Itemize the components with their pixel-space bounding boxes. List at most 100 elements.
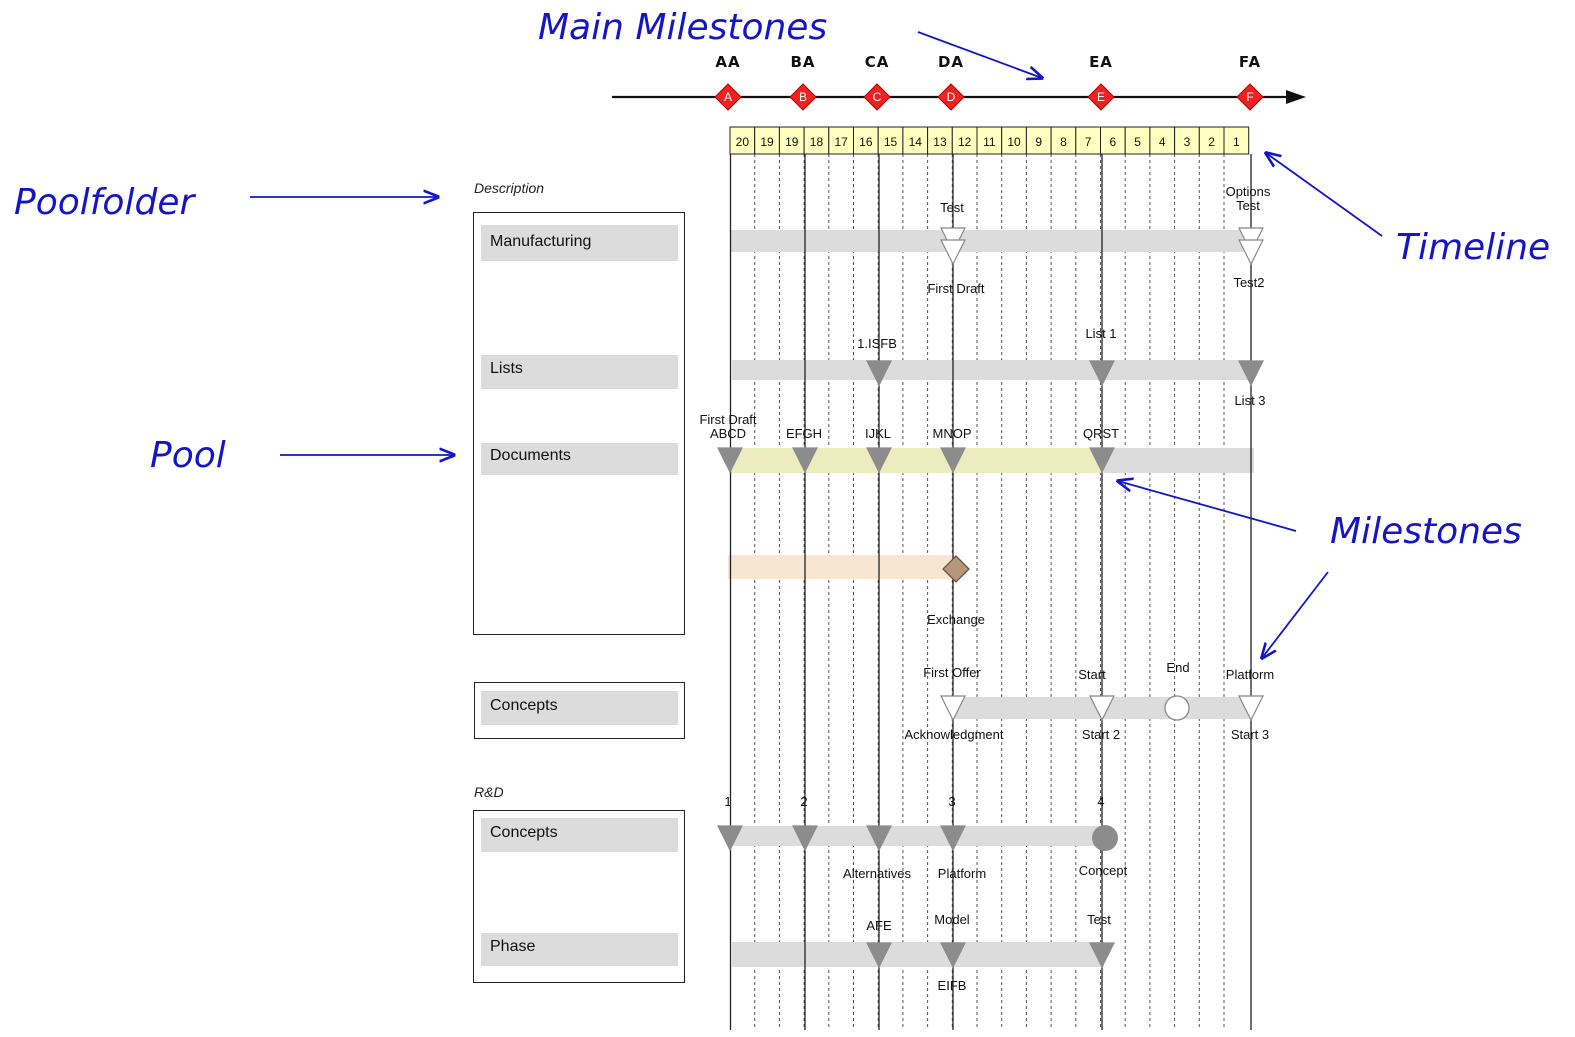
pool-concepts[interactable]: Concepts <box>481 691 678 725</box>
bar-documents-done <box>730 448 1104 473</box>
label-test-phase: Test <box>1087 912 1111 927</box>
milestone-lines <box>729 154 1252 1030</box>
pool-bars <box>728 230 1254 967</box>
pool-rnd-concepts[interactable]: Concepts <box>481 818 678 852</box>
main-milestone-code: DA <box>938 53 964 71</box>
timeline-cell-label: 10 <box>1007 135 1021 149</box>
triangle-down-icon <box>940 942 966 969</box>
timeline-cell <box>1075 126 1102 155</box>
diamond-icon <box>942 555 970 583</box>
label-afe: AFE <box>866 918 892 933</box>
label-end: End <box>1166 660 1189 675</box>
label-start-3: Start 3 <box>1231 727 1269 742</box>
bar-exchange <box>728 555 956 579</box>
triangle-down-icon <box>866 360 892 387</box>
timeline-cell-label: 13 <box>933 135 947 149</box>
milestones-arrow-documents <box>1118 481 1297 532</box>
timeline-cell-label: 6 <box>1110 135 1117 149</box>
timeline-cell-label: 7 <box>1085 135 1092 149</box>
triangle-down-icon <box>717 447 743 474</box>
triangle-down-icon <box>717 825 743 852</box>
triangle-down-icon <box>866 825 892 852</box>
timeline-cell-label: 15 <box>884 135 898 149</box>
milestones-annotation: Milestones <box>1330 511 1522 552</box>
timeline-cell <box>927 126 953 155</box>
label-acknowledgment: Acknowledgment <box>905 727 1004 742</box>
triangle-down-icon <box>940 239 966 266</box>
main-milestone-letter: F <box>1246 90 1253 104</box>
timeline-cell-label: 20 <box>736 135 750 149</box>
label-1-isfb: 1.ISFB <box>857 336 897 351</box>
arrow-right-icon <box>1286 90 1306 104</box>
diamond-icon <box>714 83 742 111</box>
label-concept: Concept <box>1079 863 1128 878</box>
label-platform: Platform <box>1226 667 1274 682</box>
timeline-cell-label: 12 <box>958 135 972 149</box>
annotation-arrows <box>250 31 1383 658</box>
timeline-cell <box>1050 126 1077 155</box>
bar-phase <box>732 942 1104 967</box>
diamond-icon <box>789 83 817 111</box>
triangle-down-icon <box>1238 239 1264 266</box>
timeline-cell-label: 2 <box>1208 135 1215 149</box>
main-milestone-letter: C <box>873 90 882 104</box>
label-platform-rd: Platform <box>938 866 986 881</box>
timeline-cell-label: 14 <box>909 135 923 149</box>
main-milestone-letter: B <box>799 90 807 104</box>
main-milestone-letter: D <box>947 90 956 104</box>
label-1: 1 <box>724 794 731 809</box>
timeline-cell-label: 16 <box>859 135 873 149</box>
main-milestone-letter: E <box>1097 90 1105 104</box>
label-efgh: EFGH <box>786 426 822 441</box>
poolfolder-caption-description: Description <box>474 180 545 196</box>
timeline-cell <box>1149 126 1176 155</box>
poolfolder-caption-rnd: R&D <box>474 784 504 800</box>
timeline-cell-label: 19 <box>760 135 774 149</box>
pool-manufacturing[interactable]: Manufacturing <box>481 225 678 261</box>
triangle-down-icon <box>1238 695 1264 722</box>
triangle-down-icon <box>940 695 966 722</box>
milestone-marks <box>717 227 1264 969</box>
label-list-3: List 3 <box>1234 393 1265 408</box>
triangle-down-icon <box>1238 360 1264 387</box>
main-milestones-annotation: Main Milestones <box>538 7 828 48</box>
bar-documents-remaining <box>1104 448 1254 473</box>
main-milestone-code: EA <box>1089 53 1113 71</box>
timeline-cell <box>976 126 1003 155</box>
triangle-down-icon <box>792 447 818 474</box>
timeline-cell <box>853 126 879 155</box>
timeline-cell <box>1223 126 1250 155</box>
triangle-down-icon <box>1089 942 1115 969</box>
label-3: 3 <box>948 794 955 809</box>
label-list-1: List 1 <box>1085 326 1116 341</box>
circle-icon <box>1164 695 1190 721</box>
timeline-cell-label: 4 <box>1159 135 1166 149</box>
timeline-cell <box>1124 126 1151 155</box>
milestones-arrow-platform <box>1262 571 1329 658</box>
timeline-cell-label: 19 <box>785 135 799 149</box>
pool-lists[interactable]: Lists <box>481 355 678 389</box>
timeline-cell <box>1001 126 1027 155</box>
pool-documents[interactable]: Documents <box>481 443 678 475</box>
pool-annotation: Pool <box>150 435 226 476</box>
timeline-cell-label: 18 <box>810 135 824 149</box>
poolfolder-annotation: Poolfolder <box>14 182 195 223</box>
label-4: 4 <box>1097 794 1104 809</box>
triangle-down-icon <box>940 825 966 852</box>
label-test2: Test2 <box>1233 275 1264 290</box>
timeline-cell <box>1174 126 1200 155</box>
triangle-down-icon <box>940 447 966 474</box>
timeline-annotation: Timeline <box>1396 227 1551 268</box>
label-ijkl: IJKL <box>865 426 891 441</box>
pool-phase[interactable]: Phase <box>481 933 678 966</box>
diamond-icon <box>863 83 891 111</box>
label-start-2: Start 2 <box>1082 727 1120 742</box>
poolfolder-description[interactable] <box>473 212 685 635</box>
timeline-cell-label: 17 <box>834 135 848 149</box>
timeline-cell-label: 11 <box>983 135 996 149</box>
circle-icon <box>1092 825 1118 851</box>
